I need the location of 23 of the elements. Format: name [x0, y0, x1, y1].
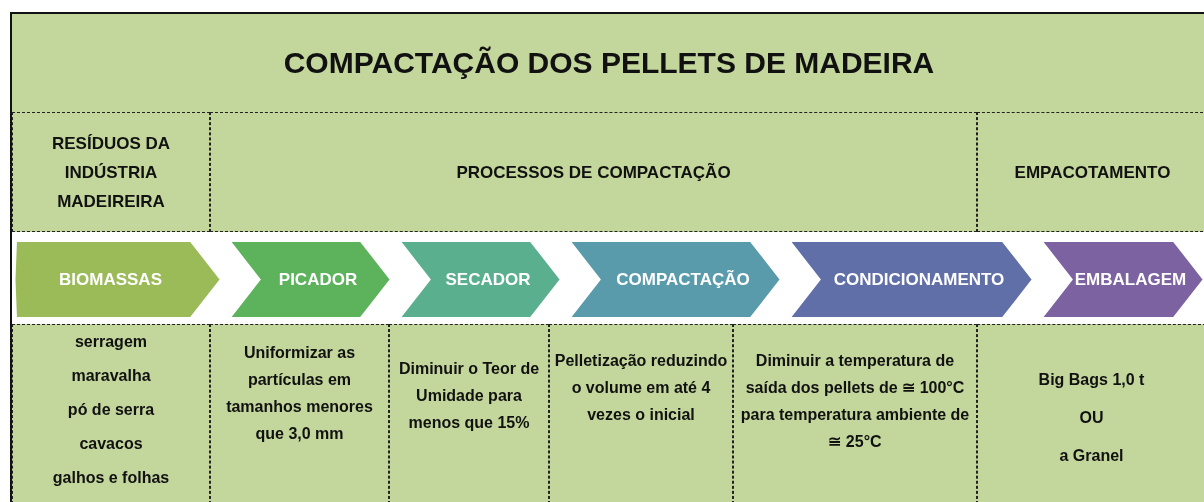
column-heading: RESÍDUOS DA INDÚSTRIA MADEIREIRA — [50, 132, 172, 213]
step-label: SECADOR — [444, 268, 532, 291]
description-text: Uniformizar as partículas em tamanhos menores que 3,0 mm — [225, 343, 374, 444]
step-label: PICADOR — [277, 268, 359, 291]
description-text: OU — [1078, 408, 1105, 428]
chevron-step — [14, 239, 223, 320]
description-text: cavacos — [78, 434, 144, 454]
description-text: pó de serra — [66, 400, 156, 420]
step-label: EMBALAGEM — [1073, 268, 1188, 291]
description-text: Diminuir a temperatura de saída dos pellets de ≅ 100°C para temperatura ambiente de ≅ 25°C — [739, 351, 971, 452]
description-text: a Granel — [1058, 446, 1125, 466]
column-heading: EMPACOTAMENTO — [1013, 161, 1172, 184]
description-text: Big Bags 1,0 t — [1037, 370, 1146, 390]
step-label: COMPACTAÇÃO — [615, 268, 751, 291]
description-text: maravalha — [70, 366, 152, 386]
diagram-title: COMPACTAÇÃO DOS PELLETS DE MADEIRA — [283, 46, 935, 80]
description-text: Pelletização reduzindo o volume em até 4 vezes o inicial — [553, 351, 729, 425]
description-text: Diminuir o Teor de Umidade para menos que 15% — [397, 359, 541, 433]
step-label: CONDICIONAMENTO — [832, 268, 1006, 291]
column-heading: PROCESSOS DE COMPACTAÇÃO — [455, 161, 732, 184]
step-label: BIOMASSAS — [58, 268, 163, 291]
description-text: galhos e folhas — [51, 468, 171, 488]
description-text: serragem — [73, 332, 148, 352]
